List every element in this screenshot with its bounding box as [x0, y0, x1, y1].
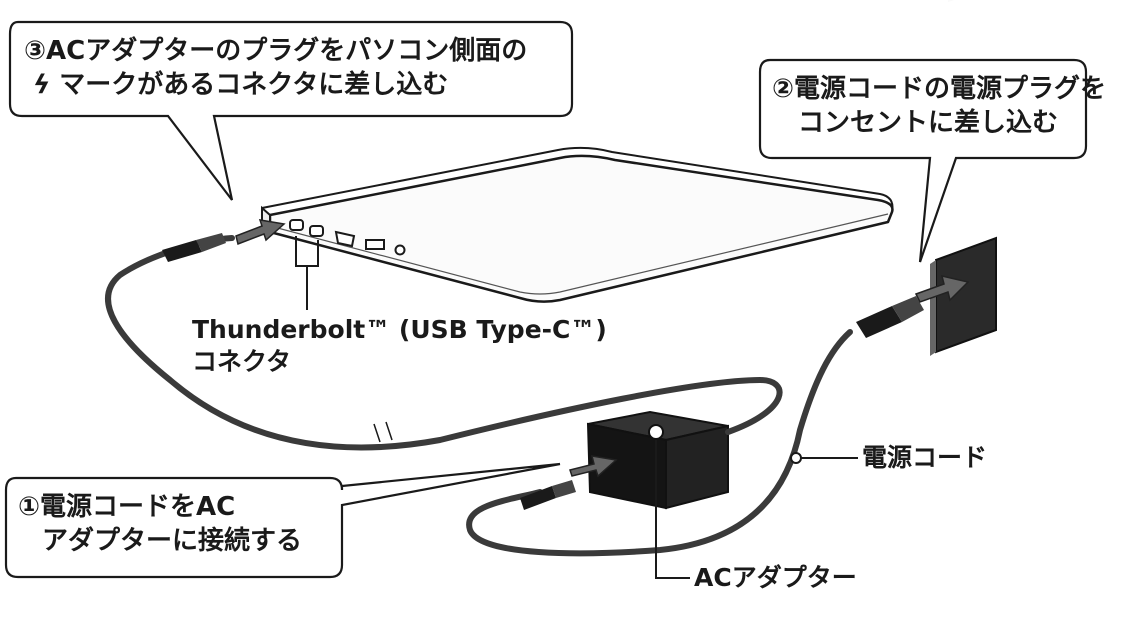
step2-line1: ②電源コードの電源プラグを: [772, 74, 1107, 104]
laptop: [261, 146, 894, 303]
power-cord-leader: [790, 452, 858, 464]
dc-plug: [162, 233, 226, 262]
ac-adapter-label: ACアダプター: [694, 563, 857, 592]
power-cord-label: 電源コード: [862, 443, 988, 472]
wall-outlet: [930, 0, 997, 356]
dc-cable: [105, 235, 783, 451]
step1-line1: ①電源コードをAC: [18, 492, 236, 522]
thunderbolt-port-1: [289, 219, 304, 231]
power-plug: [856, 296, 924, 338]
step2-callout-text: ②電源コードの電源プラグを コンセントに差し込む: [772, 72, 1106, 140]
step1-line2: アダプターに接続する: [42, 526, 303, 556]
step1-callout-text: ①電源コードをAC アダプターに接続する: [18, 490, 302, 558]
step2-line2: コンセントに差し込む: [798, 108, 1059, 138]
thunderbolt-label: Thunderbolt™ (USB Type-C™) コネクタ: [192, 314, 607, 378]
hdmi-port: [334, 230, 356, 248]
callout-step3-bubble: [8, 20, 574, 201]
lightning-bolt-icon: ϟ: [33, 70, 51, 100]
thunderbolt-label-line2: コネクタ: [192, 347, 292, 376]
cord-to-adapter-plug: [520, 480, 576, 510]
callout-step2-bubble: [758, 58, 1088, 263]
audio-jack: [394, 244, 406, 256]
power-cord-cable: [466, 329, 853, 557]
callout-step1-bubble: [4, 462, 561, 579]
thunderbolt-label-line1: Thunderbolt™ (USB Type-C™): [192, 315, 607, 344]
step3-callout-text: ③ACアダプターのプラグをパソコン側面の ϟ マークがあるコネクタに差し込む: [24, 34, 527, 102]
cable-break-mark: [373, 421, 397, 443]
insert-arrow-outlet: [914, 274, 970, 303]
ac-adapter: [586, 410, 729, 510]
thunderbolt-port-2: [309, 225, 324, 237]
step3-line2: ϟ マークがあるコネクタに差し込む: [24, 68, 527, 102]
step3-line2-text: マークがあるコネクタに差し込む: [59, 70, 449, 100]
ac-adapter-leader: [655, 440, 690, 579]
insert-arrow-adapter: [569, 455, 618, 478]
thunderbolt-leader: [295, 236, 319, 310]
usb-port: [365, 239, 385, 250]
step3-line1: ③ACアダプターのプラグをパソコン側面の: [24, 36, 528, 66]
insert-arrow-laptop: [235, 219, 286, 246]
